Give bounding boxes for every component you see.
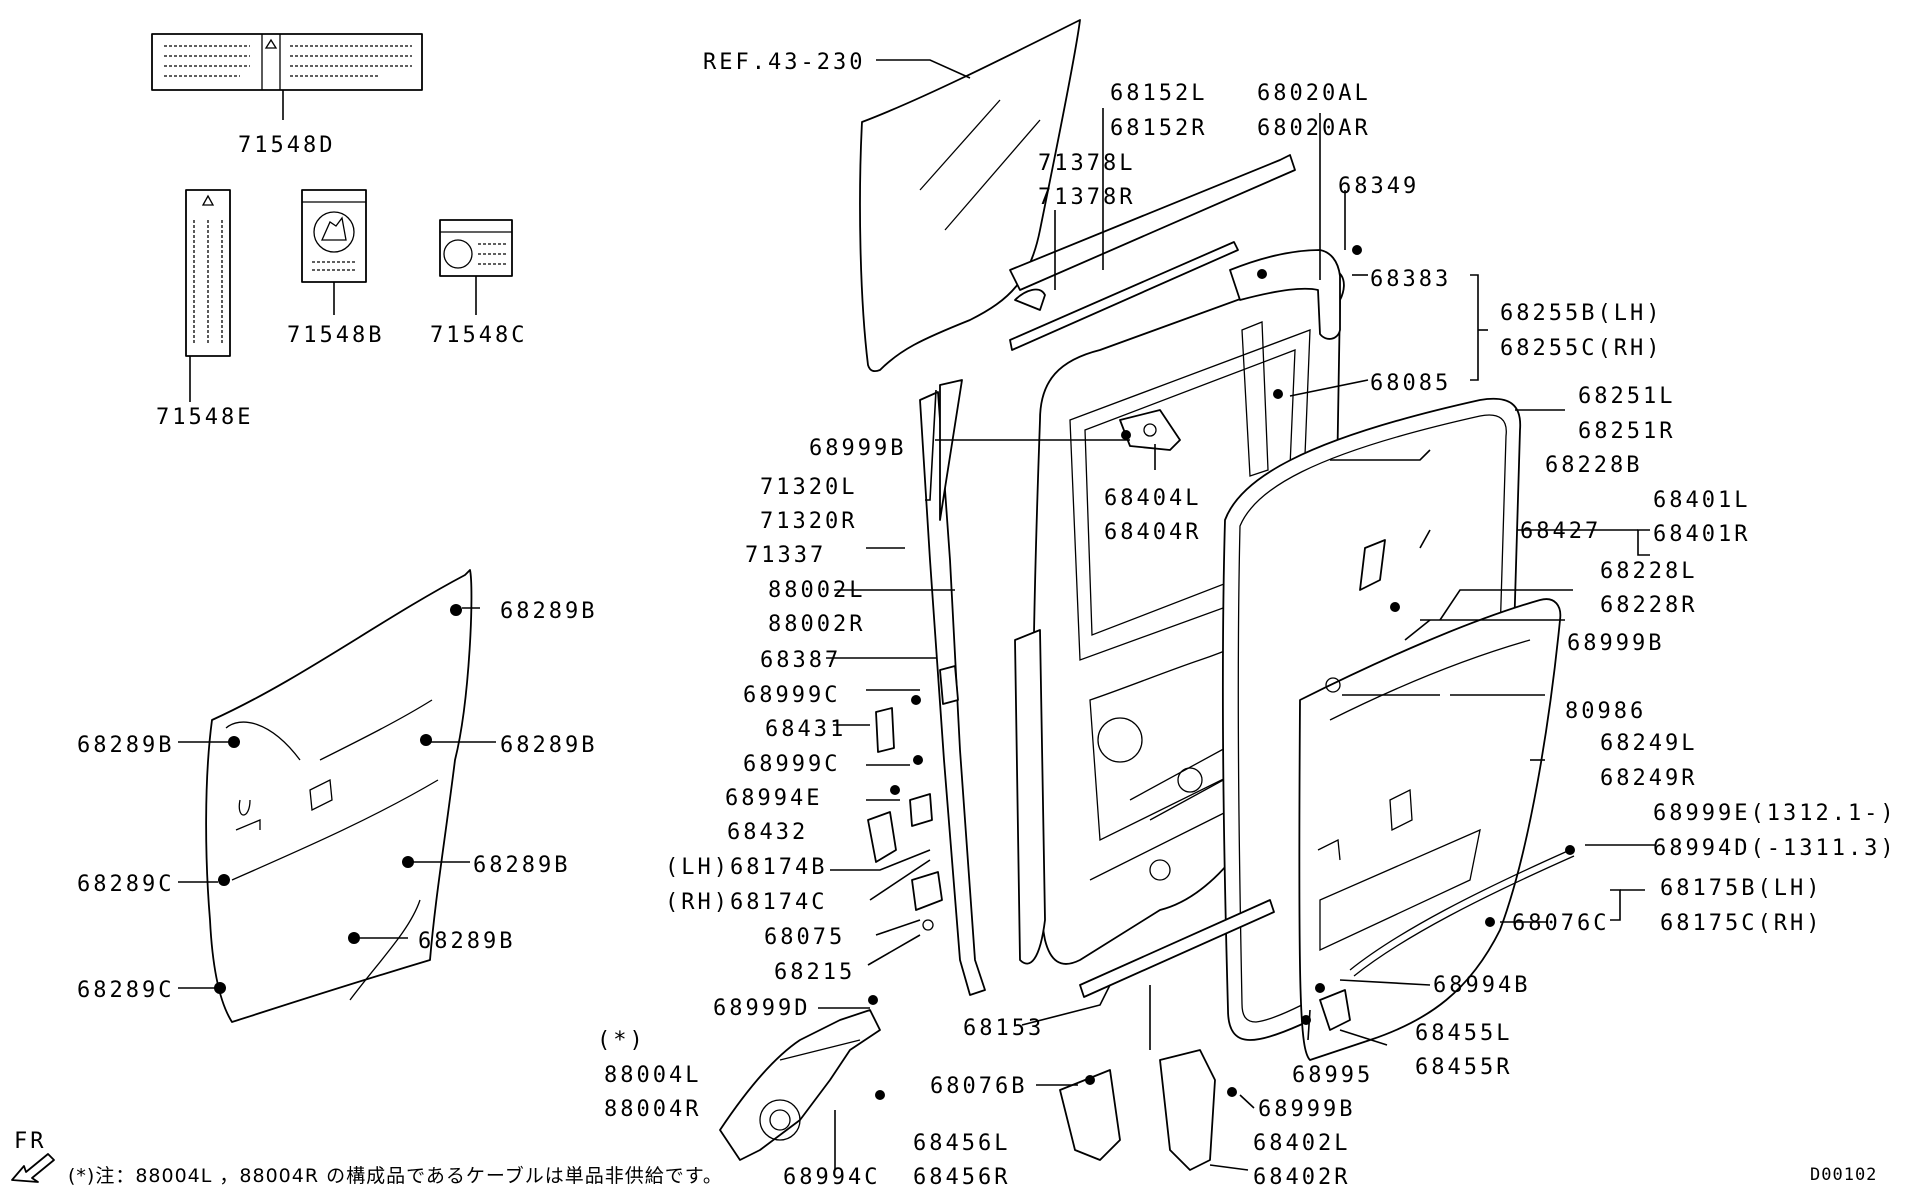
label-71337: 71337 <box>745 543 826 568</box>
label-71320L: 71320L <box>760 475 857 500</box>
label-71378L: 71378L <box>1038 151 1135 176</box>
label-80986: 80986 <box>1565 699 1646 724</box>
part-number-labels: 71548D 71548E 71548B 71548C REF.43-230 6… <box>77 50 1897 1187</box>
label-68289C-2: 68289C <box>77 978 174 1003</box>
label-68999E: 68999E(1312.1-) <box>1653 801 1897 826</box>
window-regulator <box>719 1009 881 1161</box>
label-88004R: 88004R <box>604 1097 701 1122</box>
label-68455R: 68455R <box>1415 1055 1512 1080</box>
label-68020AL: 68020AL <box>1257 81 1371 106</box>
label-68999C-1: 68999C <box>743 683 840 708</box>
fasteners <box>868 245 1575 1100</box>
label-68999D: 68999D <box>713 996 810 1021</box>
label-68994D: 68994D(-1311.3) <box>1653 836 1897 861</box>
label-88002L: 88002L <box>768 578 865 603</box>
label-68404R: 68404R <box>1104 520 1201 545</box>
label-68401R: 68401R <box>1653 522 1750 547</box>
label-68289B-2: 68289B <box>77 733 174 758</box>
label-68432: 68432 <box>727 820 808 845</box>
label-fr: FR <box>14 1129 47 1154</box>
label-68076C: 68076C <box>1512 911 1609 936</box>
label-68999B-bot: 68999B <box>1258 1097 1355 1122</box>
label-68228B: 68228B <box>1545 453 1642 478</box>
label-68289B-5: 68289B <box>418 929 515 954</box>
label-68999C-2: 68999C <box>743 752 840 777</box>
label-68175B: 68175B(LH) <box>1660 876 1822 901</box>
label-71548B: 71548B <box>287 323 384 348</box>
door-trim-panel-right <box>1298 598 1562 1061</box>
label-88004L: 88004L <box>604 1063 701 1088</box>
label-68289B-1: 68289B <box>500 599 597 624</box>
label-68994C: 68994C <box>783 1165 880 1187</box>
label-68456R: 68456R <box>913 1165 1010 1187</box>
label-68215: 68215 <box>774 960 855 985</box>
label-68994B: 68994B <box>1433 973 1530 998</box>
label-ref: REF.43-230 <box>703 50 865 75</box>
footnote: (*)注：88004L ，88004R の構成品であるケーブルは単品非供給です。 <box>68 1164 723 1187</box>
label-71548D-sticker <box>151 33 423 120</box>
label-68431: 68431 <box>765 717 846 742</box>
label-68251L: 68251L <box>1578 384 1675 409</box>
label-68349: 68349 <box>1338 174 1419 199</box>
label-68174B: (LH)68174B <box>665 855 827 880</box>
label-68402R: 68402R <box>1253 1165 1350 1187</box>
lower-rail <box>1079 899 1275 998</box>
label-68085: 68085 <box>1370 371 1451 396</box>
pillar-garnish <box>919 379 1046 996</box>
label-71378R: 71378R <box>1038 185 1135 210</box>
label-68994E: 68994E <box>725 786 822 811</box>
label-68152L: 68152L <box>1110 81 1207 106</box>
label-68076B: 68076B <box>930 1074 1027 1099</box>
label-68175C: 68175C(RH) <box>1660 911 1822 936</box>
hinge-lower <box>1059 1049 1216 1171</box>
label-68020AR: 68020AR <box>1257 116 1371 141</box>
label-71548D: 71548D <box>238 133 335 158</box>
label-68174C: (RH)68174C <box>665 890 827 915</box>
belt-moulding <box>1009 154 1296 351</box>
door-glass <box>859 19 1081 373</box>
label-68249L: 68249L <box>1600 731 1697 756</box>
label-68999B-top: 68999B <box>809 436 906 461</box>
label-68075: 68075 <box>764 925 845 950</box>
label-68251R: 68251R <box>1578 419 1675 444</box>
label-68289C-1: 68289C <box>77 872 174 897</box>
trim-clips <box>214 604 462 994</box>
label-68289B-3: 68289B <box>500 733 597 758</box>
label-68228L: 68228L <box>1600 559 1697 584</box>
label-68404L: 68404L <box>1104 486 1201 511</box>
label-71548C: 71548C <box>430 323 527 348</box>
label-asterisk: (*) <box>597 1028 646 1053</box>
label-68402L: 68402L <box>1253 1131 1350 1156</box>
leader-lines <box>178 59 1655 1171</box>
label-71548B-sticker <box>301 189 367 315</box>
door-cable <box>1349 849 1575 977</box>
label-68456L: 68456L <box>913 1131 1010 1156</box>
label-68455L: 68455L <box>1415 1021 1512 1046</box>
label-68387: 68387 <box>760 648 841 673</box>
label-71548C-sticker <box>439 219 513 315</box>
label-68255C: 68255C(RH) <box>1500 336 1662 361</box>
label-68153: 68153 <box>963 1016 1044 1041</box>
label-68401L: 68401L <box>1653 488 1750 513</box>
label-68289B-4: 68289B <box>473 853 570 878</box>
small-brackets <box>867 539 1386 1031</box>
label-68249R: 68249R <box>1600 766 1697 791</box>
label-88002R: 88002R <box>768 612 865 637</box>
drawing-code: D00102 <box>1810 1165 1877 1185</box>
label-68228R: 68228R <box>1600 593 1697 618</box>
label-68427: 68427 <box>1520 519 1601 544</box>
label-68152R: 68152R <box>1110 116 1207 141</box>
door-trim-panel-outline <box>205 569 473 1023</box>
label-68999B-mid: 68999B <box>1567 631 1664 656</box>
front-arrow-icon: FR <box>11 1129 55 1183</box>
label-71548E-sticker <box>185 189 231 402</box>
label-71548E: 71548E <box>156 405 253 430</box>
hinge-upper <box>1119 409 1181 451</box>
label-68255B: 68255B(LH) <box>1500 301 1662 326</box>
label-71320R: 71320R <box>760 509 857 534</box>
label-68995: 68995 <box>1292 1063 1373 1088</box>
label-68383: 68383 <box>1370 267 1451 292</box>
